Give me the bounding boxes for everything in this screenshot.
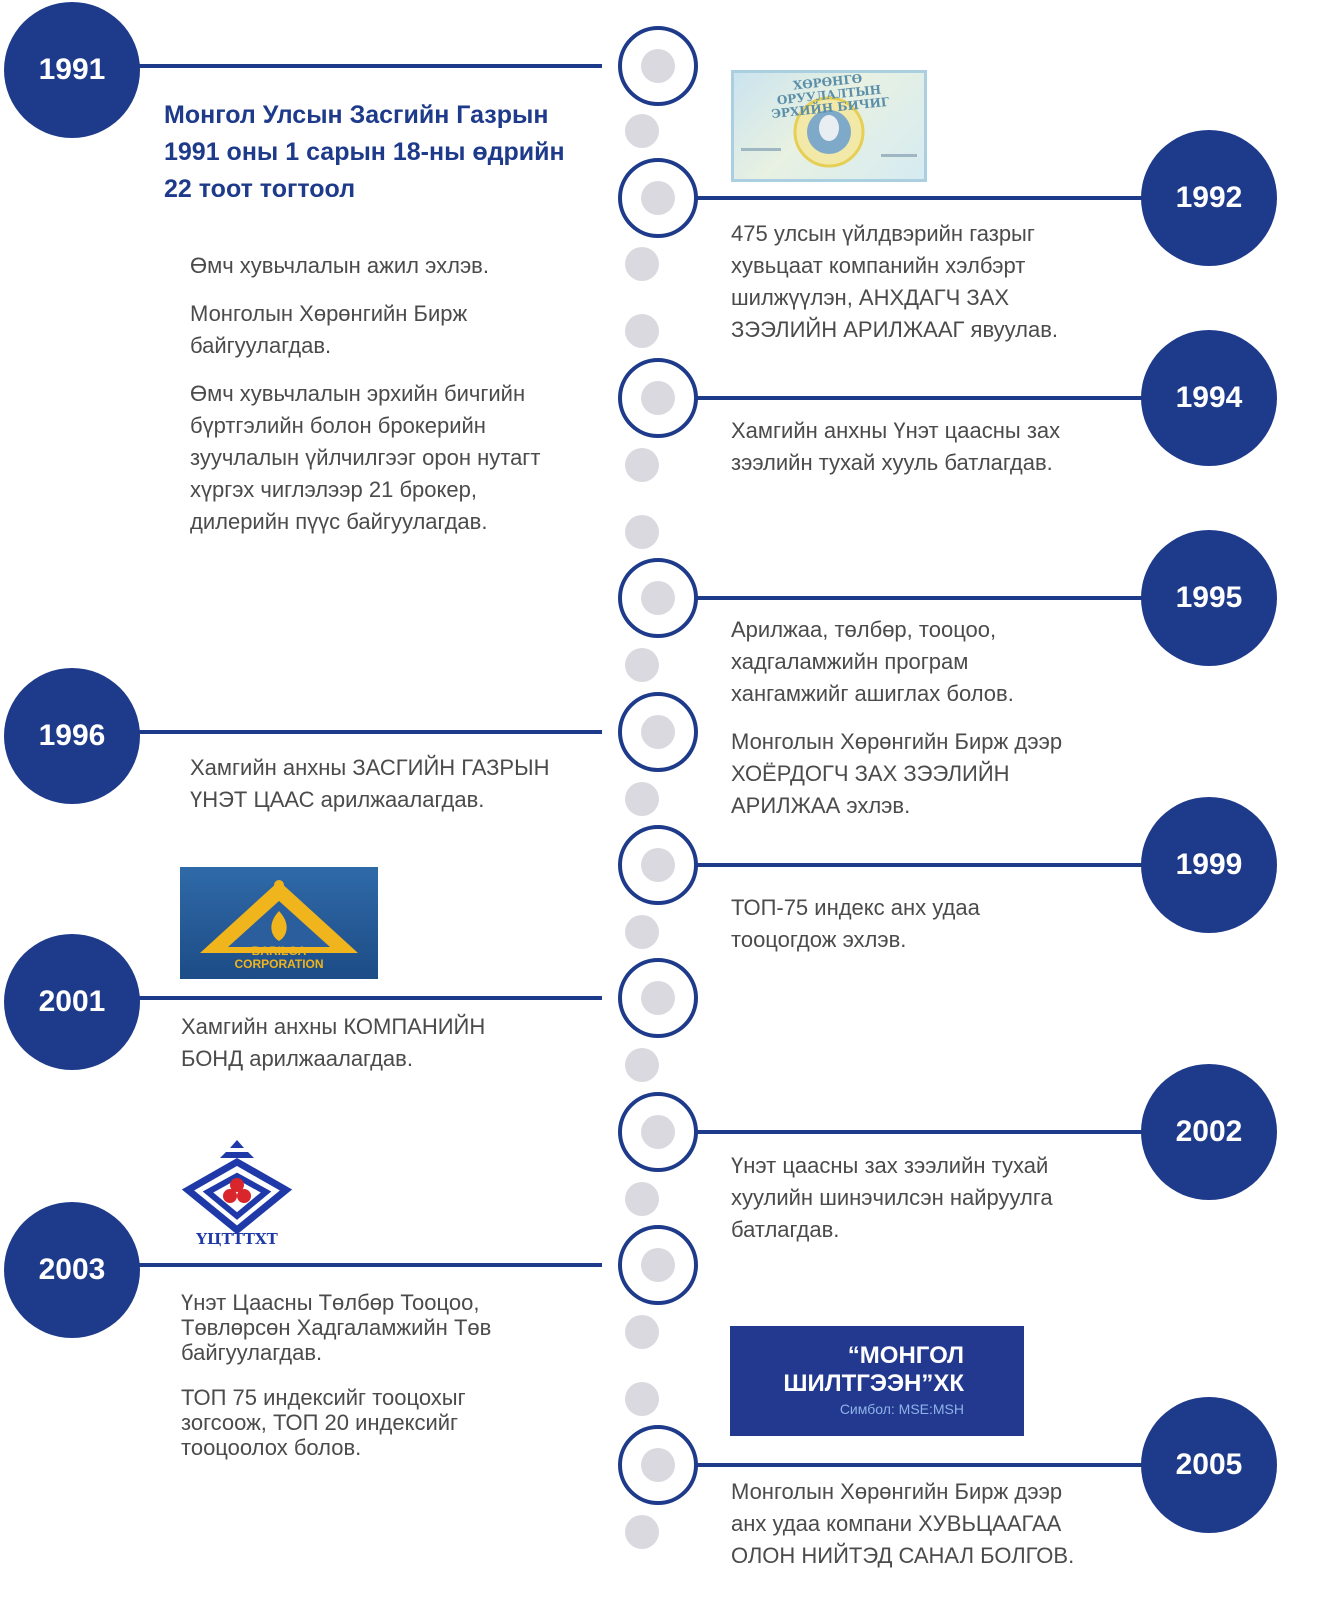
connector-line (678, 863, 1148, 867)
event-2003-item: ТОП 75 индексийг тооцохыг зогсоож, ТОП 2… (181, 1385, 466, 1460)
year-badge-1991: 1991 (4, 2, 140, 138)
timeline-node (618, 692, 698, 772)
timeline-node (618, 1225, 698, 1305)
event-1991-item: Монголын Хөрөнгийн Бирж байгуулагдав. (190, 301, 468, 358)
barilga-line1: BARILGA (251, 944, 307, 958)
msh-line1: “МОНГОЛ (847, 1342, 964, 1369)
headline-1991: Монгол Улсын Засгийн Газрын 1991 оны 1 с… (164, 101, 565, 203)
connector-line (678, 1130, 1148, 1134)
timeline-dot (625, 915, 659, 949)
timeline-dot (625, 1048, 659, 1082)
timeline-node (618, 558, 698, 638)
year-badge-2005: 2005 (1141, 1397, 1277, 1533)
connector-line (136, 996, 602, 1000)
msh-line2: ШИЛТГЭЭН”ХК (783, 1370, 964, 1397)
timeline-dot (625, 782, 659, 816)
timeline-node (618, 26, 698, 106)
event-1996: Хамгийн анхны ЗАСГИЙН ГАЗРЫН ҮНЭТ ЦААС а… (190, 755, 550, 812)
event-1991-item: Өмч хувьчлалын эрхийн бичгийн бүртгэлийн… (190, 381, 541, 534)
connector-line (678, 596, 1148, 600)
barilga-line2: CORPORATION (234, 957, 324, 971)
year-badge-1995: 1995 (1141, 530, 1277, 666)
timeline-dot (625, 114, 659, 148)
event-1999: ТОП-75 индекс анх удаа тооцогдож эхлэв. (731, 895, 980, 952)
year-badge-1999: 1999 (1141, 797, 1277, 933)
timeline-dot (625, 1182, 659, 1216)
event-1991-item: Өмч хувьчлалын ажил эхлэв. (190, 253, 489, 278)
event-1992: 475 улсын үйлдвэрийн газрыг хувьцаат ком… (731, 221, 1059, 342)
timeline-node (618, 958, 698, 1038)
timeline-dot (625, 515, 659, 549)
timeline-node (618, 1092, 698, 1172)
timeline-node (618, 1425, 698, 1505)
event-1994: Хамгийн анхны Үнэт цаасны зах зээлийн ту… (731, 418, 1061, 475)
connector-line (678, 196, 1148, 200)
voucher-graphic (731, 70, 927, 182)
voucher-image: ХӨРӨНГӨ ОРУУЛАЛТЫН ЭРХИЙН БИЧИГ (731, 70, 927, 182)
year-badge-2002: 2002 (1141, 1064, 1277, 1200)
event-1995-item: Монголын Хөрөнгийн Бирж дээр ХОЁРДОГЧ ЗА… (731, 729, 1063, 818)
year-badge-1994: 1994 (1141, 330, 1277, 466)
timeline-node (618, 358, 698, 438)
uctt-caption: ҮЦТТТХТ (196, 1230, 278, 1248)
connector-line (678, 396, 1148, 400)
connector-line (678, 1463, 1148, 1467)
timeline-dot (625, 1315, 659, 1349)
event-1995: Арилжаа, төлбөр, тооцоо, хадгаламжийн пр… (731, 614, 1091, 838)
timeline-dot (625, 314, 659, 348)
uctt-emblem (181, 1140, 293, 1235)
event-2002: Үнэт цаасны зах зээлийн тухай хуулийн ши… (731, 1153, 1053, 1242)
year-badge-1996: 1996 (4, 668, 140, 804)
barilga-logo: BARILGA CORPORATION (180, 867, 378, 979)
event-1995-item: Арилжаа, төлбөр, тооцоо, хадгаламжийн пр… (731, 617, 1014, 706)
event-2005: Монголын Хөрөнгийн Бирж дээр анх удаа ко… (731, 1479, 1075, 1568)
year-badge-1992: 1992 (1141, 130, 1277, 266)
timeline-dot (625, 1515, 659, 1549)
event-2003: Үнэт Цаасны Төлбөр Тооцоо, Төвлөрсөн Хад… (181, 1290, 521, 1476)
mongol-shiltgeen-logo: “МОНГОЛ ШИЛТГЭЭН”ХК Симбол: MSE:MSH (730, 1326, 1024, 1436)
timeline-dot (625, 448, 659, 482)
timeline-dot (625, 247, 659, 281)
msh-symbol: Симбол: MSE:MSH (839, 1401, 964, 1417)
timeline-dot (625, 1382, 659, 1416)
timeline-node (618, 158, 698, 238)
year-badge-2001: 2001 (4, 934, 140, 1070)
event-2001: Хамгийн анхны КОМПАНИЙН БОНД арилжаалагд… (181, 1014, 486, 1071)
connector-line (136, 1263, 602, 1267)
connector-line (136, 64, 602, 68)
connector-line (136, 730, 602, 734)
event-1991: Өмч хувьчлалын ажил эхлэв. Монголын Хөрө… (190, 250, 550, 554)
timeline-node (618, 825, 698, 905)
year-badge-2003: 2003 (4, 1202, 140, 1338)
uctt-logo: ҮЦТТТХТ (178, 1138, 296, 1250)
timeline-dot (625, 648, 659, 682)
event-2003-item: Үнэт Цаасны Төлбөр Тооцоо, Төвлөрсөн Хад… (181, 1290, 492, 1365)
barilga-emblem (200, 880, 358, 953)
